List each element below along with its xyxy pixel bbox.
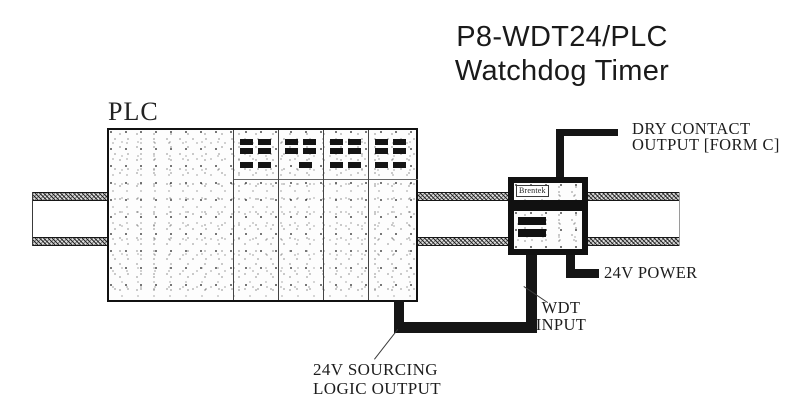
watchdog-device-bottom-panel bbox=[514, 211, 582, 249]
diagram-title-line1: P8-WDT24/PLC bbox=[456, 21, 668, 53]
wdt-input-label-line2: INPUT bbox=[535, 315, 587, 334]
din-rail-left-segment bbox=[32, 192, 108, 246]
terminal-block-bar bbox=[518, 217, 546, 225]
plc-module bbox=[233, 130, 278, 300]
indicator-led bbox=[258, 139, 271, 145]
plc-label: PLC bbox=[108, 97, 159, 126]
plc-io-modules bbox=[233, 130, 418, 300]
plc-module-header bbox=[234, 130, 278, 180]
terminal-block-bar bbox=[518, 229, 546, 237]
indicator-led bbox=[303, 139, 316, 145]
wdt-input-label: WDT INPUT bbox=[518, 299, 604, 333]
power-label: 24V POWER bbox=[604, 263, 698, 282]
din-rail-middle-segment bbox=[418, 192, 508, 246]
plc-module bbox=[278, 130, 323, 300]
wire-wdt-input-vertical bbox=[526, 252, 537, 333]
indicator-led bbox=[393, 139, 406, 145]
watchdog-device-band bbox=[514, 200, 582, 211]
indicator-led bbox=[299, 162, 312, 168]
dry-contact-output-label-line2: OUTPUT [FORM C] bbox=[632, 134, 780, 154]
indicator-led bbox=[330, 139, 343, 145]
indicator-led bbox=[330, 162, 343, 168]
indicator-led bbox=[240, 139, 253, 145]
din-rail-hatch-strip bbox=[33, 192, 108, 201]
indicator-led bbox=[348, 139, 361, 145]
indicator-led bbox=[285, 139, 298, 145]
din-rail-hatch-strip bbox=[588, 237, 679, 246]
dry-contact-output-label: DRY CONTACT OUTPUT [FORM C] bbox=[632, 121, 780, 152]
sourcing-output-label-line1: 24V SOURCING bbox=[313, 360, 438, 379]
indicator-led bbox=[285, 148, 298, 154]
indicator-led bbox=[375, 139, 388, 145]
din-rail-right-segment bbox=[588, 192, 680, 246]
wire-power-horizontal bbox=[566, 269, 599, 278]
plc-module bbox=[323, 130, 368, 300]
din-rail-hatch-strip bbox=[588, 192, 679, 201]
wire-dry-contact-horizontal bbox=[556, 129, 618, 136]
sourcing-output-label-line2: LOGIC OUTPUT bbox=[313, 378, 442, 398]
sourcing-output-label: 24V SOURCING LOGIC OUTPUT bbox=[313, 360, 442, 398]
leader-line-sourcing bbox=[374, 329, 399, 360]
plc-module-header bbox=[369, 130, 418, 180]
diagram-title: P8-WDT24/PLC Watchdog Timer bbox=[412, 20, 712, 88]
plc-module-header bbox=[279, 130, 323, 180]
plc-module-header bbox=[324, 130, 368, 180]
indicator-led bbox=[303, 148, 316, 154]
indicator-led bbox=[348, 148, 361, 154]
wire-power-vertical bbox=[566, 250, 575, 278]
din-rail-hatch-strip bbox=[418, 192, 508, 201]
indicator-led bbox=[375, 148, 388, 154]
din-rail-hatch-strip bbox=[33, 237, 108, 246]
indicator-led bbox=[348, 162, 361, 168]
wdt-input-label-line1: WDT bbox=[541, 298, 581, 317]
wire-plc-output-horizontal bbox=[394, 322, 537, 333]
din-rail-hatch-strip bbox=[418, 237, 508, 246]
indicator-led bbox=[258, 148, 271, 154]
diagram-title-line2: Watchdog Timer bbox=[454, 55, 670, 87]
indicator-led bbox=[330, 148, 343, 154]
indicator-led bbox=[240, 148, 253, 154]
indicator-led bbox=[393, 162, 406, 168]
indicator-led bbox=[375, 162, 388, 168]
indicator-led bbox=[393, 148, 406, 154]
plc-module bbox=[368, 130, 418, 300]
wire-plc-output-vertical bbox=[394, 300, 404, 333]
dry-contact-output-label-line1: DRY CONTACT bbox=[632, 119, 751, 138]
watchdog-device-top-panel: Brentek bbox=[514, 183, 582, 200]
plc-box bbox=[107, 128, 418, 302]
indicator-led bbox=[240, 162, 253, 168]
watchdog-device: Brentek bbox=[508, 177, 588, 255]
brand-label: Brentek bbox=[516, 185, 549, 197]
indicator-led bbox=[258, 162, 271, 168]
wire-dry-contact-vertical bbox=[556, 131, 564, 182]
